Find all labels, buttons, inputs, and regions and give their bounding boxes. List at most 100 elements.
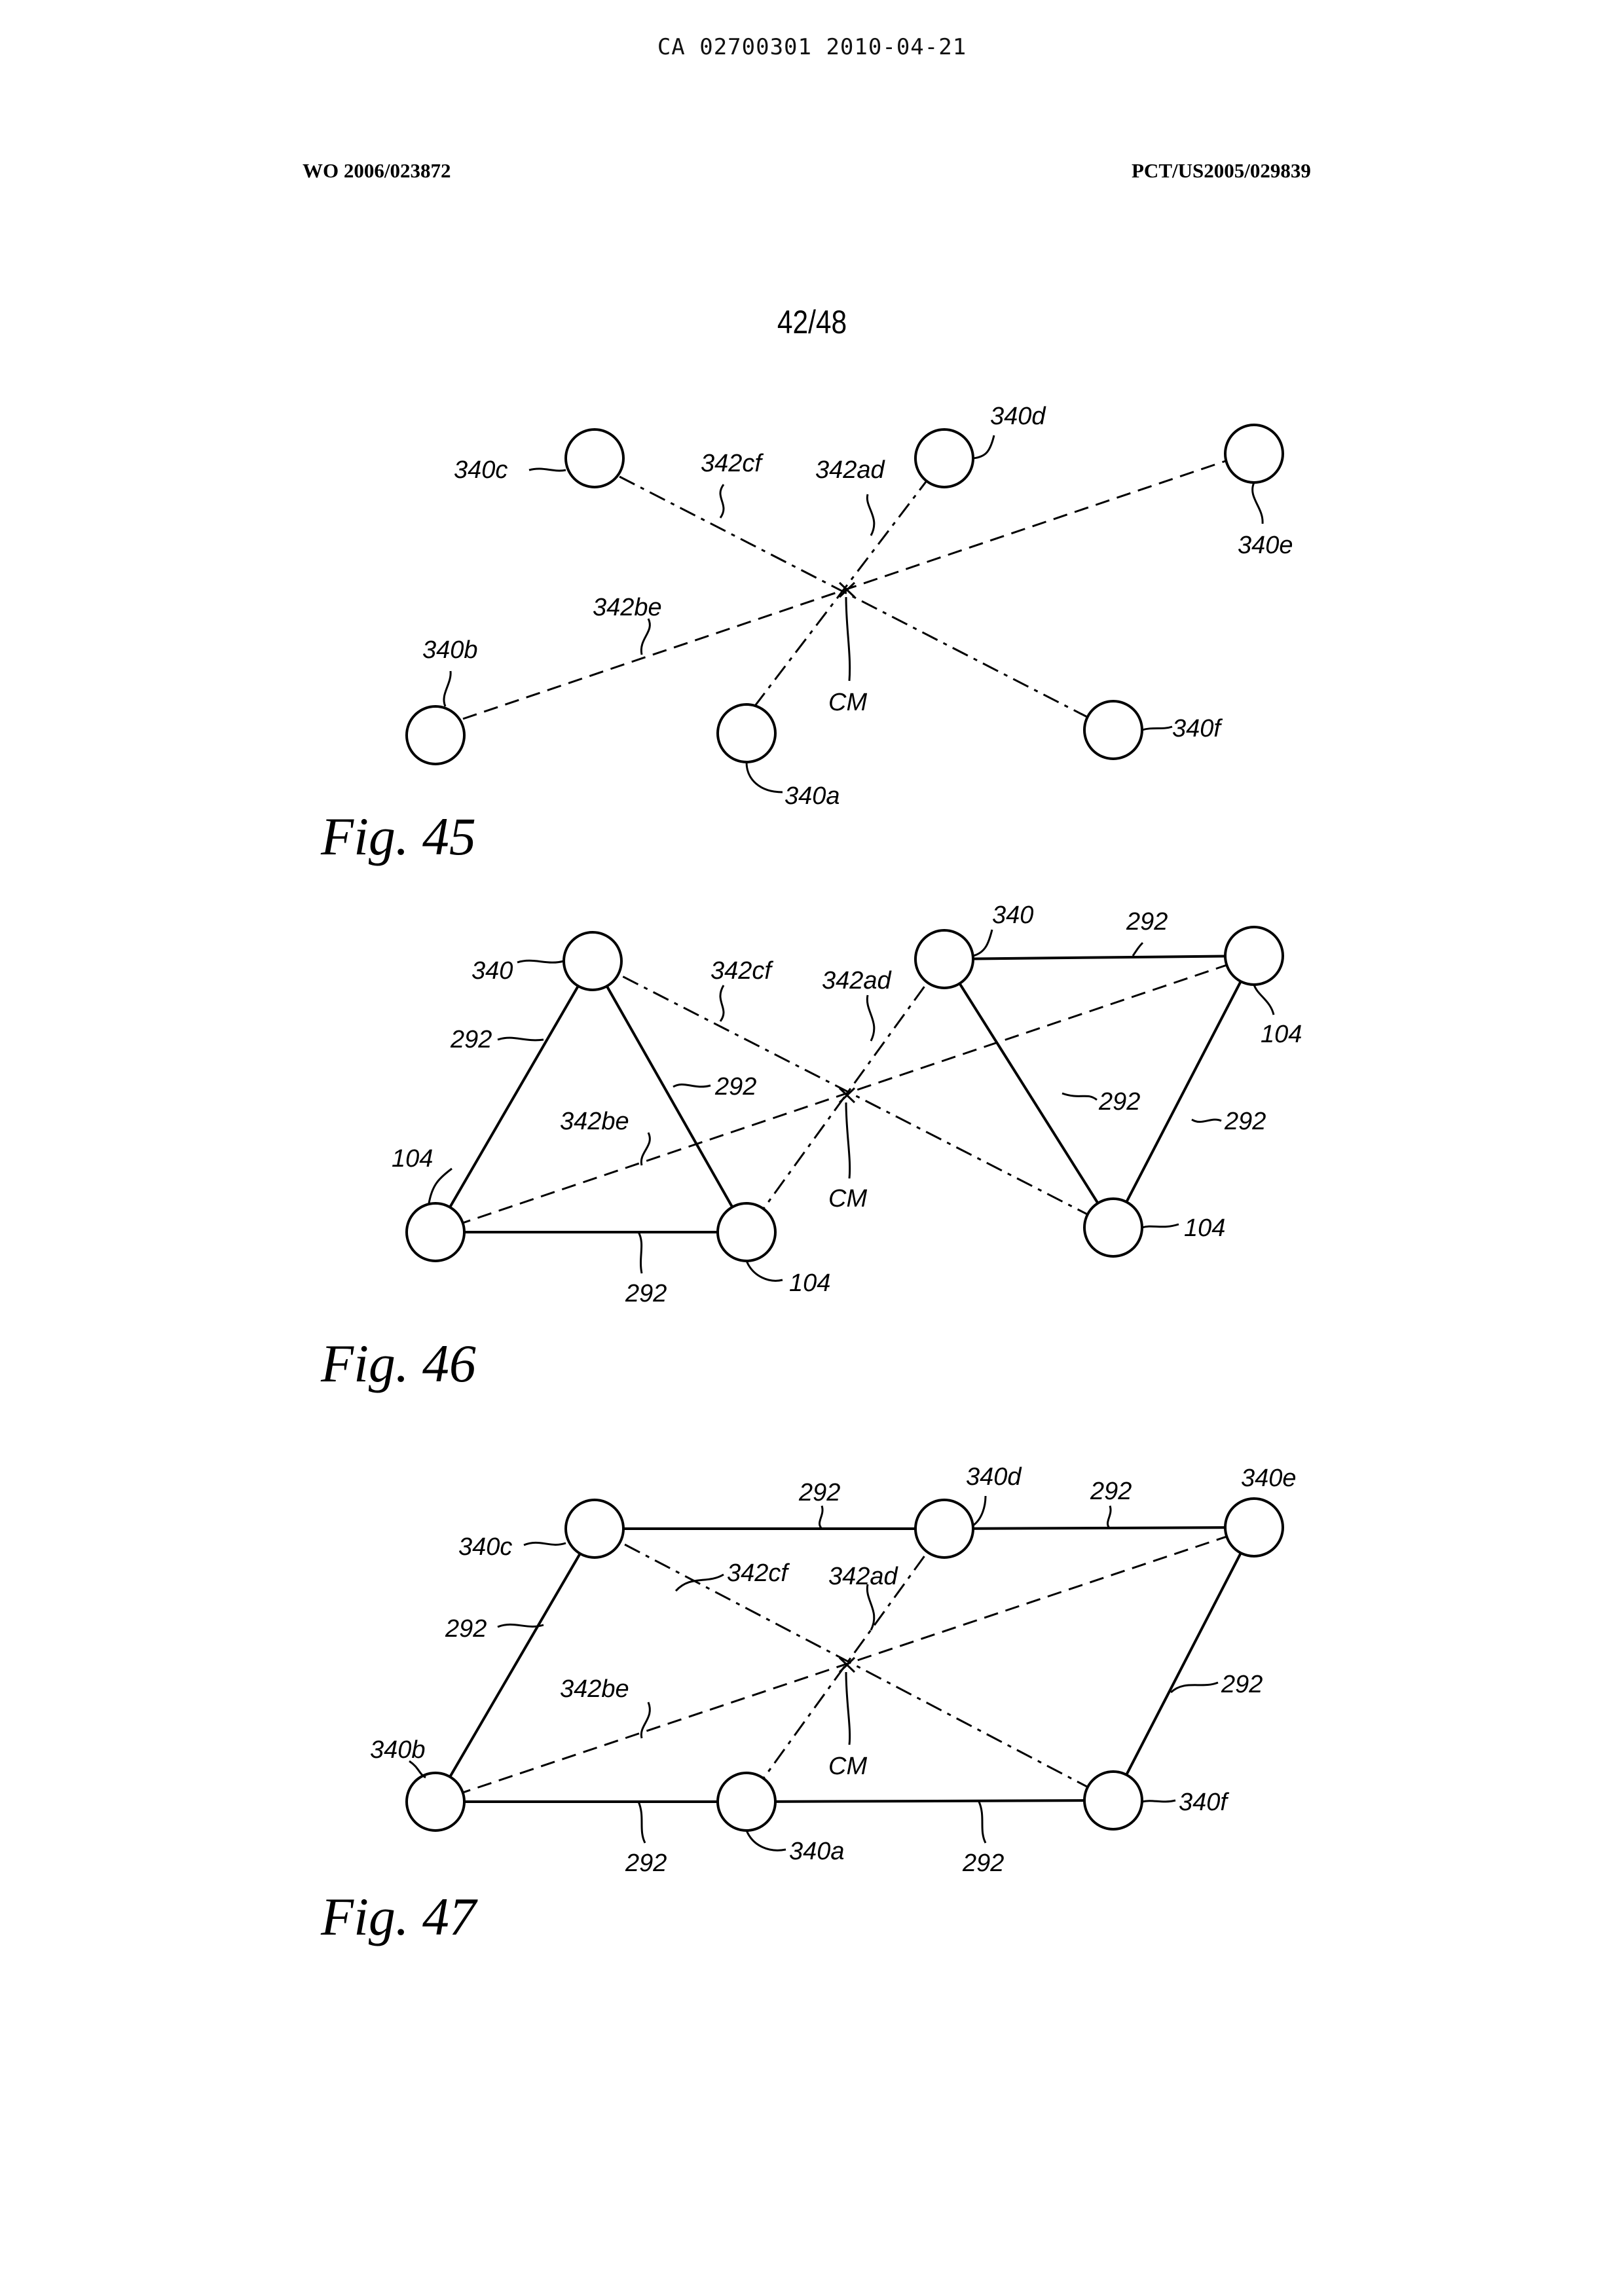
leader-line bbox=[1171, 1683, 1218, 1692]
leader-line bbox=[1142, 727, 1172, 730]
leader-line bbox=[1142, 1224, 1179, 1228]
reference-label-104: 104 bbox=[789, 1269, 830, 1297]
reference-label-340e: 340e bbox=[1241, 1465, 1297, 1492]
leader-line bbox=[498, 1624, 544, 1627]
connector-342ad bbox=[747, 477, 930, 717]
node-340c bbox=[566, 429, 623, 487]
reference-label-342be: 342be bbox=[560, 1675, 629, 1703]
leader-line bbox=[846, 1672, 850, 1745]
link-292 bbox=[944, 956, 1254, 959]
node bbox=[718, 1773, 775, 1831]
node bbox=[1225, 927, 1283, 985]
node-340e bbox=[1225, 425, 1283, 483]
leader-line bbox=[867, 995, 874, 1041]
label-340a: 340a bbox=[784, 782, 840, 810]
label-342be: 342be bbox=[593, 594, 662, 621]
node-340f bbox=[1084, 701, 1142, 759]
figure-47-caption: Fig. 47 bbox=[320, 1887, 478, 1946]
label-340d: 340d bbox=[990, 403, 1046, 430]
node bbox=[915, 930, 973, 988]
leader-line bbox=[720, 985, 724, 1021]
reference-label-104: 104 bbox=[1261, 1021, 1302, 1048]
leader-line bbox=[638, 1802, 645, 1843]
leader-line bbox=[747, 1261, 783, 1281]
leader-line bbox=[979, 1802, 986, 1843]
leader-line bbox=[973, 1496, 986, 1525]
leader-line bbox=[1192, 1120, 1221, 1122]
node bbox=[407, 1773, 464, 1831]
leader-line bbox=[638, 1232, 642, 1273]
reference-label-342be: 342be bbox=[560, 1108, 629, 1135]
leader-line bbox=[1133, 943, 1143, 956]
label-342ad: 342ad bbox=[815, 456, 886, 484]
leader-line bbox=[517, 960, 564, 962]
reference-label-292: 292 bbox=[1224, 1108, 1266, 1135]
reference-label-104: 104 bbox=[392, 1145, 433, 1173]
node-340a bbox=[718, 704, 775, 762]
reference-label-340a: 340a bbox=[789, 1838, 845, 1865]
leader-line bbox=[846, 1102, 850, 1178]
link-292 bbox=[435, 961, 593, 1232]
leader-line bbox=[819, 1506, 822, 1529]
center-of-mass-mark bbox=[840, 583, 855, 681]
reference-label-cm: CM bbox=[828, 1753, 867, 1780]
leader-line bbox=[973, 435, 994, 458]
leader-line bbox=[1062, 1093, 1097, 1100]
reference-label-292: 292 bbox=[1126, 908, 1168, 936]
reference-label-340: 340 bbox=[992, 902, 1033, 929]
figure-47: 340d 340e 292 292 340c 342cf 342ad 292 2… bbox=[320, 1463, 1297, 1946]
leader-line bbox=[641, 619, 650, 655]
reference-label-292: 292 bbox=[1221, 1671, 1263, 1698]
leader-line bbox=[867, 494, 874, 536]
link-292 bbox=[747, 1800, 1113, 1802]
link-292 bbox=[944, 959, 1113, 1228]
figure-46-caption: Fig. 46 bbox=[320, 1334, 476, 1393]
reference-label-292: 292 bbox=[714, 1073, 756, 1101]
reference-label-342cf: 342cf bbox=[727, 1559, 790, 1587]
reference-label-340: 340 bbox=[471, 957, 513, 985]
node bbox=[1084, 1772, 1142, 1829]
label-340b: 340b bbox=[422, 636, 478, 664]
reference-label-292: 292 bbox=[1090, 1478, 1132, 1505]
center-of-mass-mark bbox=[840, 1658, 855, 1745]
node bbox=[915, 1500, 973, 1558]
node-340b bbox=[407, 706, 464, 764]
leader-line bbox=[429, 1169, 452, 1203]
node bbox=[718, 1203, 775, 1261]
link-292 bbox=[435, 1529, 595, 1802]
node bbox=[564, 932, 621, 990]
leader-line bbox=[673, 1084, 710, 1087]
leader-line bbox=[1254, 985, 1274, 1015]
node-340d bbox=[915, 429, 973, 487]
leader-line bbox=[1253, 483, 1263, 524]
node bbox=[1084, 1199, 1142, 1256]
leader-line bbox=[846, 597, 850, 681]
leader-line bbox=[867, 1584, 874, 1630]
leader-line bbox=[720, 484, 724, 518]
reference-label-342ad: 342ad bbox=[828, 1563, 899, 1590]
label-cm: CM bbox=[828, 689, 867, 716]
figure-45: 340c 342cf 342ad 340d 340e 342be 340b CM… bbox=[320, 403, 1293, 866]
leader-line bbox=[973, 930, 992, 956]
label-340f: 340f bbox=[1172, 715, 1223, 742]
leader-line bbox=[747, 1831, 786, 1850]
leader-line bbox=[1107, 1506, 1111, 1529]
reference-label-292: 292 bbox=[798, 1479, 840, 1506]
reference-label-292: 292 bbox=[625, 1850, 667, 1877]
reference-label-292: 292 bbox=[962, 1850, 1004, 1877]
leader-line bbox=[529, 469, 566, 471]
label-342cf: 342cf bbox=[701, 450, 764, 477]
leader-line bbox=[524, 1542, 566, 1545]
node bbox=[407, 1203, 464, 1261]
node bbox=[566, 1500, 623, 1558]
reference-label-340b: 340b bbox=[370, 1736, 426, 1764]
figure-45-caption: Fig. 45 bbox=[320, 807, 476, 866]
node bbox=[1225, 1499, 1283, 1556]
reference-label-342ad: 342ad bbox=[822, 967, 893, 994]
reference-label-cm: CM bbox=[828, 1185, 867, 1212]
reference-label-342cf: 342cf bbox=[710, 957, 773, 985]
leader-line bbox=[641, 1702, 650, 1738]
center-of-mass-mark bbox=[840, 1088, 855, 1178]
label-340e: 340e bbox=[1238, 532, 1293, 559]
